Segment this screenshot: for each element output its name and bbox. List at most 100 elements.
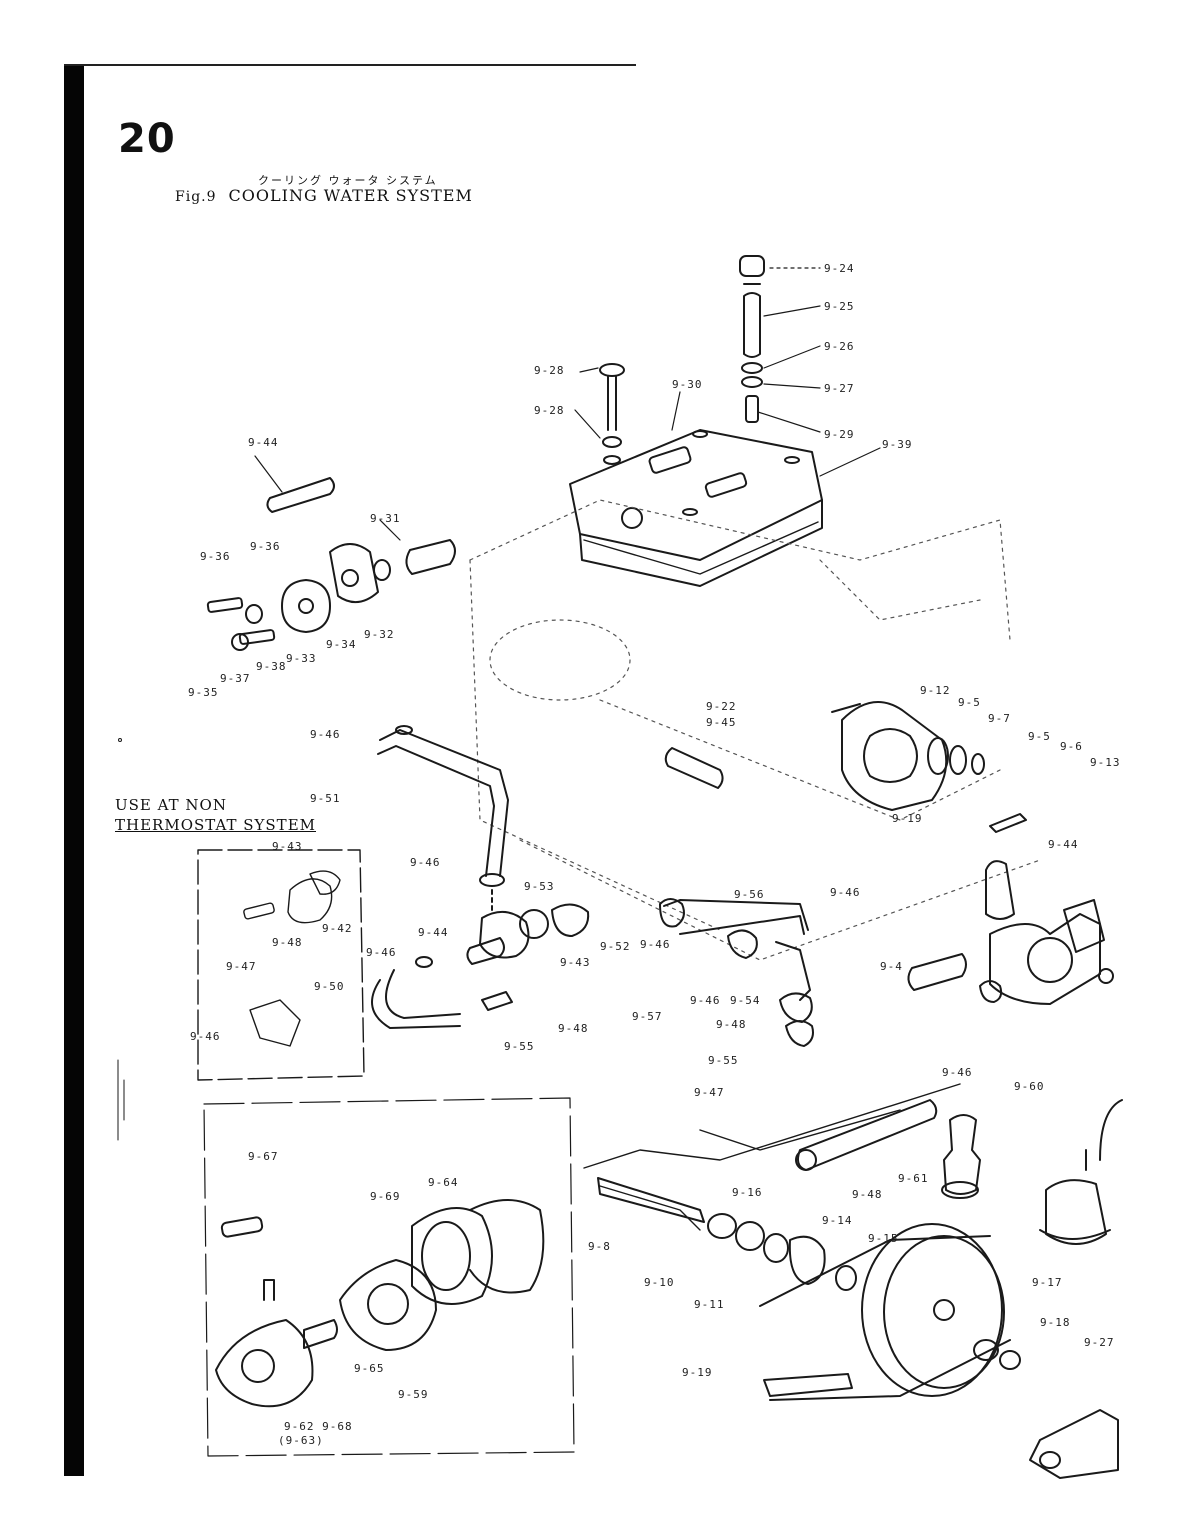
page-top-edge xyxy=(64,64,636,66)
callout-9-65: 9-65 xyxy=(354,1362,385,1375)
note-line-2: THERMOSTAT SYSTEM xyxy=(115,816,316,834)
callout-9-52: 9-52 xyxy=(600,940,631,953)
callout-9-45: 9-45 xyxy=(706,716,737,729)
raw-water-pump-box xyxy=(203,1097,575,1457)
figure-title-japanese: クーリング ウォータ システム xyxy=(258,174,438,187)
callout-9-48d: 9-48 xyxy=(852,1188,883,1201)
water-pump-housing xyxy=(831,701,1027,833)
callout-9-55: 9-55 xyxy=(504,1040,535,1053)
callout-9-43b: 9-43 xyxy=(560,956,591,969)
callout-9-44a: 9-44 xyxy=(248,436,279,449)
callout-9-69: 9-69 xyxy=(370,1190,401,1203)
callout-9-11: 9-11 xyxy=(694,1298,725,1311)
callout-9-16: 9-16 xyxy=(732,1186,763,1199)
alternator xyxy=(1039,1099,1123,1245)
callout-9-48c: 9-48 xyxy=(716,1018,747,1031)
callout-9-46c: 9-46 xyxy=(190,1030,221,1043)
callout-9-44c: 9-44 xyxy=(1048,838,1079,851)
callout-9-7: 9-7 xyxy=(988,712,1011,725)
callout-9-29: 9-29 xyxy=(824,428,855,441)
callout-9-39: 9-39 xyxy=(882,438,913,451)
callout-9-46g: 9-46 xyxy=(690,994,721,1007)
callout-9-62-9-68: 9-62 9-68 xyxy=(284,1420,353,1433)
callout-9-30: 9-30 xyxy=(672,378,703,391)
callout-9-25: 9-25 xyxy=(824,300,855,313)
callout-9-33: 9-33 xyxy=(286,652,317,665)
pump-elbow xyxy=(907,860,1114,1005)
callout-9-27: 9-27 xyxy=(824,382,855,395)
callout-9-5b: 9-5 xyxy=(1028,730,1051,743)
callout-9-38: 9-38 xyxy=(256,660,287,673)
hose-9-44-upper xyxy=(254,455,335,513)
callout-9-13: 9-13 xyxy=(1090,756,1121,769)
callout-9-46b: 9-46 xyxy=(366,946,397,959)
lower-bracket xyxy=(583,1083,961,1231)
lower-right-bracket xyxy=(1029,1409,1119,1479)
callout-9-28a: 9-28 xyxy=(534,364,565,377)
callout-9-19b: 9-19 xyxy=(682,1366,713,1379)
figure-title: Fig.9 COOLING WATER SYSTEM xyxy=(175,186,473,205)
callout-9-18: 9-18 xyxy=(1040,1316,1071,1329)
callout-9-46h: 9-46 xyxy=(942,1066,973,1079)
scan-specks xyxy=(117,738,125,1141)
callout-9-42: 9-42 xyxy=(322,922,353,935)
callout-9-55b: 9-55 xyxy=(708,1054,739,1067)
figure-number: Fig.9 xyxy=(175,189,217,205)
callout-9-51: 9-51 xyxy=(310,792,341,805)
callout-9-64: 9-64 xyxy=(428,1176,459,1189)
callout-9-46d: 9-46 xyxy=(410,856,441,869)
callout-9-47: 9-47 xyxy=(226,960,257,973)
callout-9-54: 9-54 xyxy=(730,994,761,1007)
callout-9-17: 9-17 xyxy=(1032,1276,1063,1289)
callout-9-15: 9-15 xyxy=(868,1232,899,1245)
callout-9-28b: 9-28 xyxy=(534,404,565,417)
callout-9-56: 9-56 xyxy=(734,888,765,901)
callout-9-4: 9-4 xyxy=(880,960,903,973)
bypass-pipe-9-51 xyxy=(377,725,509,877)
callout-9-46a: 9-46 xyxy=(310,728,341,741)
callout-9-53: 9-53 xyxy=(524,880,555,893)
callout-9-46f: 9-46 xyxy=(830,886,861,899)
callout-9-22: 9-22 xyxy=(706,700,737,713)
bolt-9-28 xyxy=(574,363,625,448)
thermostat-flange-assembly xyxy=(206,519,456,651)
filler-cap-stack xyxy=(739,255,821,433)
callout-9-27b: 9-27 xyxy=(1084,1336,1115,1349)
callout-9-59: 9-59 xyxy=(398,1388,429,1401)
callout-9-12: 9-12 xyxy=(920,684,951,697)
callout-9-47b: 9-47 xyxy=(694,1086,725,1099)
engine-block-ghost xyxy=(469,499,1041,961)
callout-9-57: 9-57 xyxy=(632,1010,663,1023)
callout-9-60: 9-60 xyxy=(1014,1080,1045,1093)
callout-9-24: 9-24 xyxy=(824,262,855,275)
callout-9-35: 9-35 xyxy=(188,686,219,699)
callout-9-44b: 9-44 xyxy=(418,926,449,939)
pulley-and-belt xyxy=(759,1223,1021,1401)
callout-9-61: 9-61 xyxy=(898,1172,929,1185)
callout-9-46e: 9-46 xyxy=(640,938,671,951)
callout-9-10: 9-10 xyxy=(644,1276,675,1289)
callout-9-37: 9-37 xyxy=(220,672,251,685)
callout-9-48b: 9-48 xyxy=(558,1022,589,1035)
figure-title-text: COOLING WATER SYSTEM xyxy=(228,186,473,205)
callout-9-67: 9-67 xyxy=(248,1150,279,1163)
non-thermostat-box xyxy=(197,849,365,1081)
sensor-bar xyxy=(795,1099,981,1199)
callout-9-31: 9-31 xyxy=(370,512,401,525)
hose-9-45 xyxy=(664,747,724,789)
callout-9-36a: 9-36 xyxy=(200,550,231,563)
non-thermostat-note: USE AT NON THERMOSTAT SYSTEM xyxy=(115,795,316,835)
callout-9-50: 9-50 xyxy=(314,980,345,993)
thermostat-pipes-mid xyxy=(371,873,590,1029)
callout-9-26: 9-26 xyxy=(824,340,855,353)
callout-9-36b: 9-36 xyxy=(250,540,281,553)
callout-9-14: 9-14 xyxy=(822,1214,853,1227)
scan-edge-shadow xyxy=(64,64,84,1476)
pipe-9-56 xyxy=(659,898,814,1047)
callout-9-48a: 9-48 xyxy=(272,936,303,949)
callout-9-32: 9-32 xyxy=(364,628,395,641)
note-line-1: USE AT NON xyxy=(115,796,227,814)
callout-9-5a: 9-5 xyxy=(958,696,981,709)
page-number: 20 xyxy=(118,116,176,162)
